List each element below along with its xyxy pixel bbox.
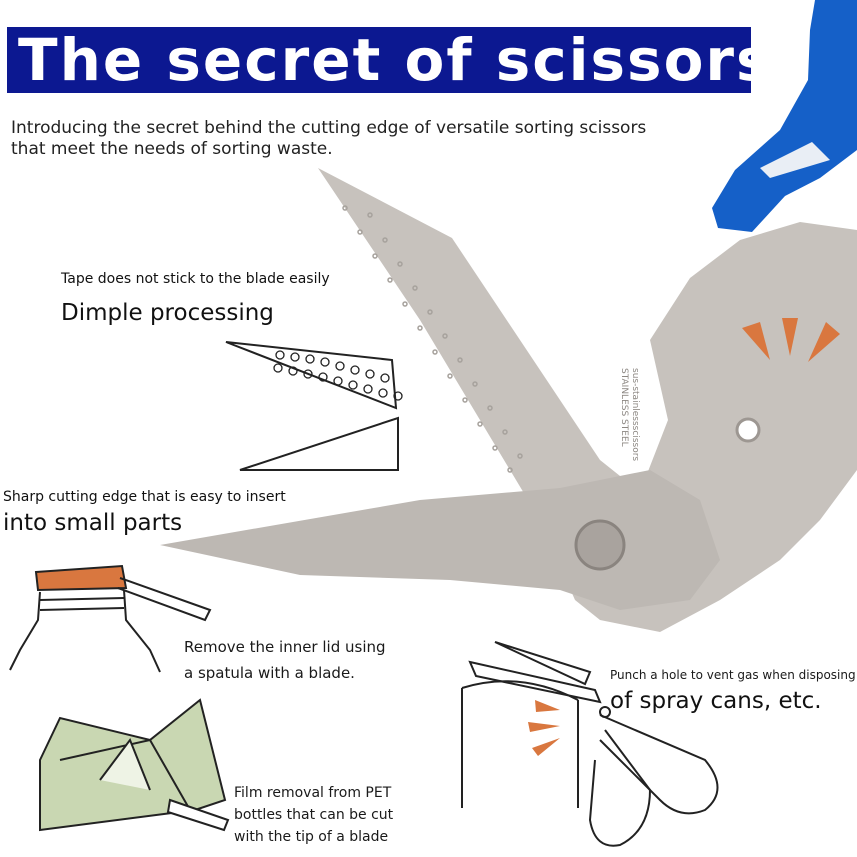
spray-caption: Punch a hole to vent gas when disposing [610, 668, 856, 682]
lid-line-1: Remove the inner lid using [184, 638, 386, 656]
film-line-3: with the tip of a blade [234, 829, 389, 845]
intro-line-2: that meet the needs of sorting waste. [11, 139, 333, 159]
title-banner [7, 27, 751, 93]
film-text: Film removal from PET bottles that can b… [234, 782, 393, 848]
dimple-heading: Dimple processing [61, 300, 274, 326]
spray-can-illustration [461, 641, 719, 847]
blade-stamp-line-1: sus-stainlessscissors [630, 368, 640, 462]
dimple-caption: Tape does not stick to the blade easily [61, 271, 330, 287]
pivot-screw [574, 519, 626, 571]
film-line-1: Film removal from PET [234, 785, 392, 801]
blue-handle [712, 0, 857, 232]
lid-line-2: a spatula with a blade. [184, 664, 355, 682]
edge-caption: Sharp cutting edge that is easy to inser… [3, 489, 286, 505]
intro-text: Introducing the secret behind the cuttin… [11, 118, 646, 160]
spray-heading: of spray cans, etc. [610, 688, 822, 714]
pet-film-illustration [39, 698, 230, 832]
upper-blade [318, 168, 857, 632]
film-line-2: bottles that can be cut [234, 807, 394, 823]
page-title: The secret of scissors [18, 26, 773, 94]
bottle-illustration [9, 564, 212, 673]
blade-stamp-line-2: STAINLESS STEEL [619, 368, 629, 447]
lower-blade [160, 470, 720, 610]
dimple-diagram [225, 341, 403, 471]
edge-heading: into small parts [3, 510, 183, 536]
lid-text: Remove the inner lid using a spatula wit… [184, 634, 386, 686]
intro-line-1: Introducing the secret behind the cuttin… [11, 118, 647, 138]
blade-stamp: sus-stainlessscissors STAINLESS STEEL [618, 368, 640, 461]
